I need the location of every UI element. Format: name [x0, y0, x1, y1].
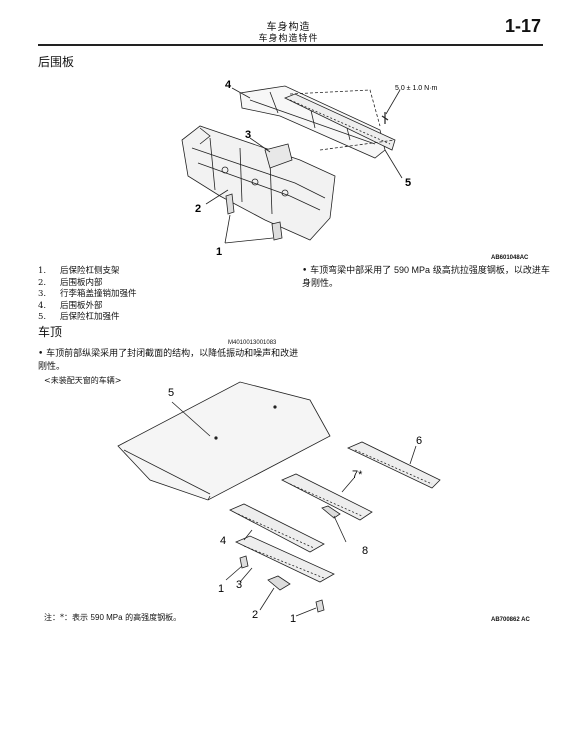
roof-callout-1b: 1	[290, 613, 296, 625]
list-item: 5.后保险杠加强件	[38, 312, 120, 322]
roof-callout-1a: 1	[218, 583, 224, 595]
list-item: 2.后围板内部	[38, 277, 103, 288]
callout-4: 4	[225, 79, 232, 91]
list-item: 4.后围板外部	[38, 300, 103, 311]
callout-5: 5	[405, 177, 411, 189]
roof-bullet: • 车顶前部纵梁采用了封闭截面的结构，以降低振动和噪声和改进刚性。	[38, 349, 299, 372]
header-rule	[38, 44, 543, 46]
roof-diagram: 5 6 7* 4 8 1 3 2 1	[117, 381, 441, 625]
strength-footnote: 注：*：表示 590 MPa 的高强度钢板。	[44, 613, 182, 622]
roof-callout-4: 4	[220, 535, 226, 547]
roof-callout-3: 3	[236, 579, 242, 591]
roof-condition-note: <未装配天窗的车辆>	[44, 376, 122, 385]
roof-callout-6: 6	[416, 435, 422, 447]
torque-spec: 5.0 ± 1.0 N·m	[395, 85, 438, 92]
parts-list: 1.后保险杠侧支架 2.后围板内部 3.行李箱盖撞销加强件 4.后围板外部 5.…	[38, 266, 137, 324]
roof-ref-code: M4010013001083	[228, 340, 277, 346]
roof-callout-7: 7*	[352, 469, 363, 481]
rear-panel-note: • 车顶弯梁中部采用了 590 MPa 级高抗拉强度钢板，以改进车身刚性。	[302, 265, 550, 289]
figure1-code: AB601048AC	[491, 255, 529, 261]
roof-callout-2: 2	[252, 609, 258, 621]
list-item: 1.后保险杠侧支架	[38, 266, 120, 276]
roof-callout-8: 8	[362, 545, 368, 557]
roof-callout-5: 5	[168, 387, 174, 399]
callout-2: 2	[195, 203, 201, 215]
figure2-code: AB700862 AC	[491, 617, 530, 623]
page-number: 1-17	[504, 16, 541, 36]
header-subtitle: 车身构造特件	[258, 34, 319, 44]
section-heading-rear-panel: 后围板	[38, 55, 75, 69]
section-heading-roof: 车顶	[38, 325, 63, 339]
header-title: 车身构造	[266, 22, 311, 33]
list-item: 3.行李箱盖撞销加强件	[38, 289, 137, 299]
callout-1: 1	[216, 246, 222, 258]
callout-3: 3	[245, 129, 251, 141]
rear-panel-diagram: 5.0 ± 1.0 N·m 4 3 5 2 1	[181, 79, 438, 258]
